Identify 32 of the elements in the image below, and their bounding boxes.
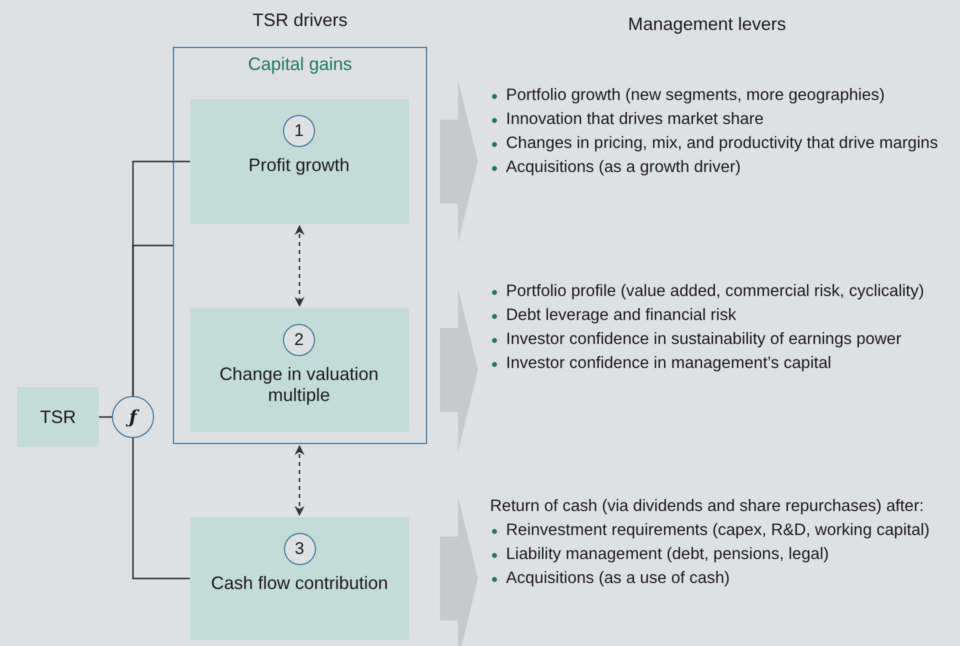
bullet-item: Portfolio profile (value added, commercial risk, cyclicality) [490,282,955,301]
connector-line [99,416,112,418]
bullet-item: Acquisitions (as a growth driver) [490,158,955,177]
bullet-item: Reinvestment requirements (capex, R&D, working capital) [490,521,955,540]
bullet-item: Investor confidence in sustainability of earnings power [490,330,955,349]
driver-label: Profit growth [247,154,351,176]
connector-line [132,438,190,580]
arrow [294,225,304,307]
driver-label: Change in valuation multiple [218,364,380,406]
driver-box [190,517,409,640]
driver-box [190,98,408,224]
function-circle: ƒ [112,396,154,438]
bullet-item: Portfolio growth (new segments, more geographies) [490,86,955,105]
number-badge: 3 [284,533,316,565]
connector-line [132,244,173,396]
bullet-item: Changes in pricing, mix, and productivity that drive margins [490,134,955,153]
column-header: Management levers [628,14,786,35]
driver-label: Cash flow contribution [210,573,390,594]
number-badge: 2 [283,324,315,356]
driver-box [190,308,408,432]
intro-text: Return of cash (via dividends and share repurchases) after: [490,497,925,516]
number-badge: 1 [283,114,315,146]
bullet-item: Acquisitions (as a use of cash) [490,569,955,588]
bullet-item: Liability management (debt, pensions, legal) [490,545,955,564]
arrow [294,445,304,516]
group-title: Capital gains [246,54,354,75]
bullet-item: Innovation that drives market share [490,110,955,129]
bullet-item: Investor confidence in management’s capital [490,354,955,373]
bullet-item: Debt leverage and financial risk [490,306,955,325]
group-frame [173,47,427,444]
column-header: TSR drivers [252,10,348,31]
node-box: TSR [17,387,99,447]
